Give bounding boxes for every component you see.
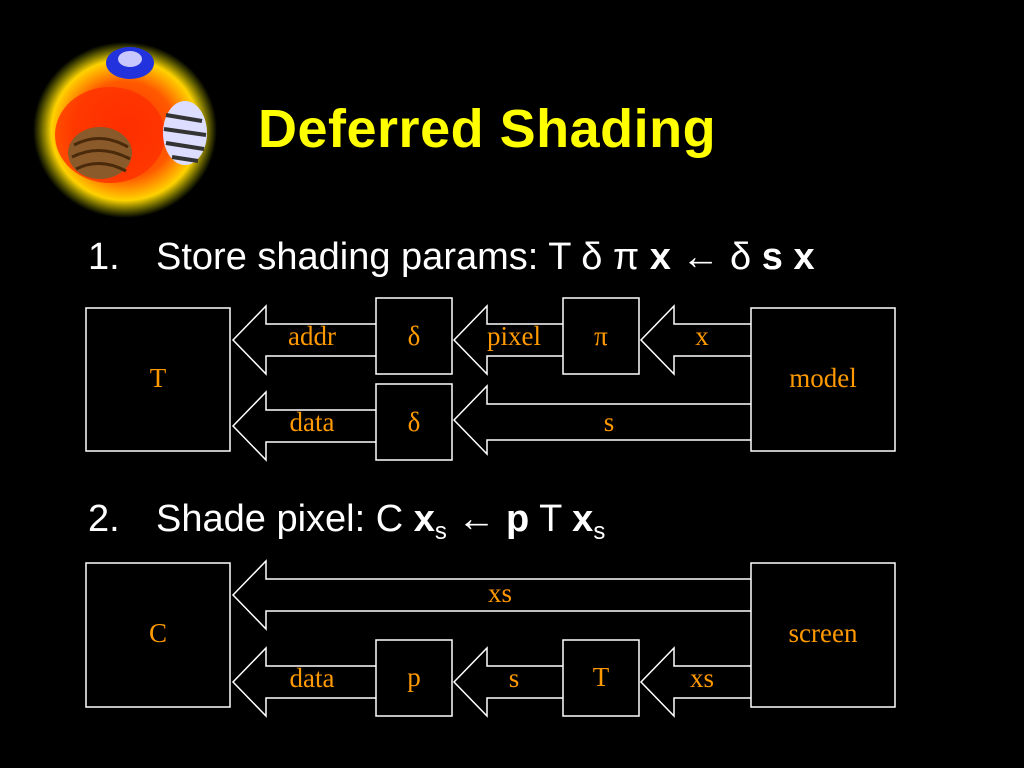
box-T-label: T (150, 363, 167, 393)
pi-symbol: π (613, 236, 640, 278)
arrow-pixel (452, 304, 563, 376)
box-p (375, 639, 453, 717)
arrow-data-2 (231, 646, 376, 718)
item-text: Store shading params: T (156, 236, 571, 278)
xs-bottom-label: xs (690, 663, 714, 693)
s-label-2: s (509, 663, 520, 693)
arrow-data (231, 390, 376, 462)
slide-title: Deferred Shading (258, 99, 717, 159)
box-screen-label: screen (789, 618, 858, 648)
arrow-s-2 (452, 646, 563, 718)
list-number: 2. (88, 498, 120, 540)
pixel-label: pixel (487, 321, 541, 351)
box-C (85, 562, 231, 708)
box-model-label: model (789, 363, 857, 393)
arrow-addr (231, 304, 376, 376)
arrow-s (452, 384, 751, 456)
addr-label: addr (288, 321, 336, 351)
left-arrow-icon: ← (681, 236, 720, 278)
x-symbol: x (649, 236, 671, 278)
box-T2 (562, 639, 640, 717)
striped-shell-icon (163, 101, 207, 165)
delta-top-label: δ (408, 321, 421, 351)
item-text: Shade pixel: C (156, 498, 404, 540)
logo-image (33, 42, 217, 218)
T-label: T (593, 662, 610, 692)
t-symbol: T (539, 498, 562, 540)
list-number: 1. (88, 236, 120, 278)
box-T (85, 307, 231, 452)
s-label: s (604, 407, 615, 437)
box-screen (750, 562, 896, 708)
arrow-x (639, 304, 751, 376)
x-symbol: x (413, 498, 435, 540)
box-C-label: C (149, 618, 167, 648)
subscript-s: s (593, 518, 606, 545)
x-symbol: x (793, 236, 815, 278)
x-symbol: x (572, 498, 594, 540)
box-model (750, 307, 896, 452)
pi-label: π (594, 321, 608, 351)
left-arrow-icon: ← (457, 498, 496, 540)
arrow-xs-bottom (639, 646, 751, 718)
list-item-2: 2.Shade pixel: C xs ← p T xs (88, 498, 605, 546)
s-symbol: s (761, 236, 783, 278)
box-pi (562, 297, 640, 375)
x-label: x (695, 321, 709, 351)
subscript-s: s (434, 518, 447, 545)
list-item-1: 1. Store shading params: T δ π x ← δ s x (88, 236, 815, 279)
box-delta-top (375, 297, 453, 375)
globe-figure-icon (106, 47, 154, 79)
p-label: p (407, 662, 421, 692)
delta-symbol: δ (581, 236, 603, 278)
xs-top-label: xs (488, 578, 512, 608)
wooden-barrel-icon (68, 127, 132, 179)
data-label-2: data (290, 663, 335, 693)
delta-symbol: δ (730, 236, 752, 278)
data-label: data (290, 407, 335, 437)
delta-bottom-label: δ (408, 407, 421, 437)
arrow-xs-top (231, 559, 751, 631)
box-delta-bottom (375, 383, 453, 461)
p-symbol: p (505, 498, 530, 540)
